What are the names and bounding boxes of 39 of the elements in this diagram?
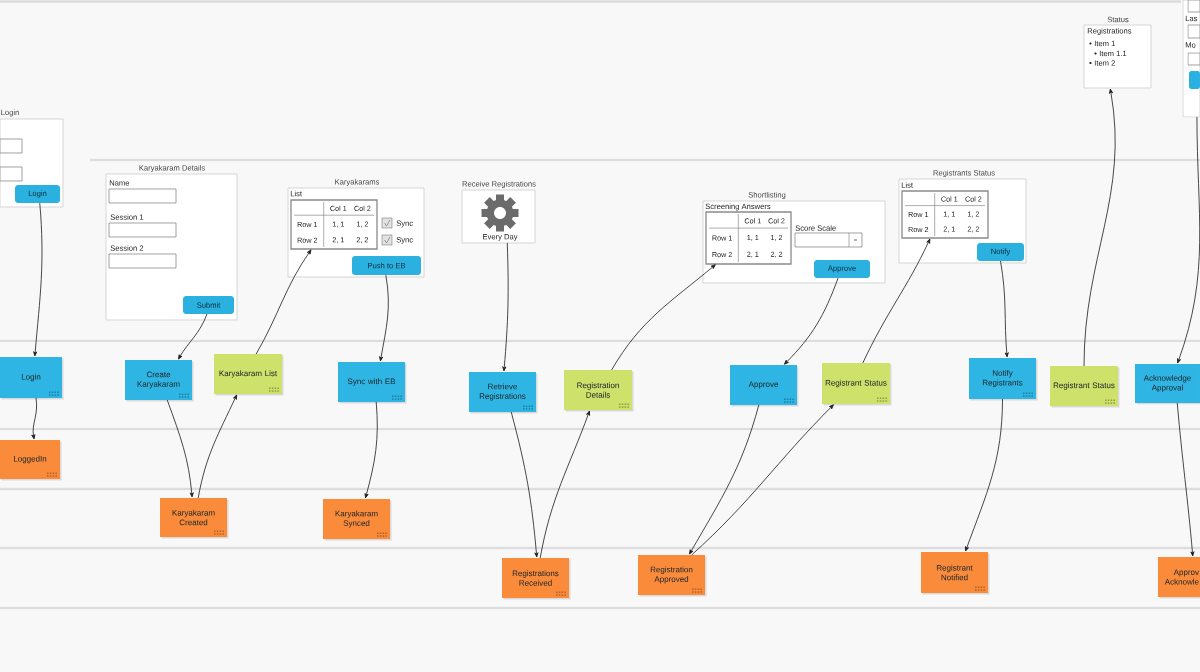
arrow (166, 399, 194, 498)
sticky-note: Sync with EB (338, 362, 407, 404)
arrow (691, 404, 834, 556)
sticky-note: Registrant Notified (921, 552, 990, 595)
arrow (539, 410, 590, 559)
sticky-note: Create Karyakaram (125, 360, 194, 402)
arrow (689, 404, 760, 555)
arrow (33, 202, 43, 357)
sticky-note: Karyakaram List (214, 354, 284, 396)
sticky-note: Notify Registrants (969, 358, 1038, 401)
arrow (611, 264, 716, 371)
arrow (31, 397, 38, 440)
sticky-note: Acknowledge Approval (1135, 364, 1200, 405)
arrow (862, 238, 931, 364)
arrow (502, 242, 509, 372)
arrow (1083, 88, 1116, 367)
sticky-note: Approve (730, 365, 799, 407)
arrow (784, 277, 839, 365)
sticky-note: Karyakaram Created (160, 498, 229, 539)
arrow (364, 401, 378, 499)
arrow (510, 411, 539, 558)
arrow (379, 274, 389, 362)
sticky-note: Karyakaram Synced (323, 499, 392, 541)
sticky-note: Registration Details (564, 370, 634, 412)
sticky-note: Registrations Received (502, 558, 571, 600)
arrow (1177, 116, 1200, 364)
arrow (197, 394, 238, 499)
arrow (178, 313, 208, 360)
sticky-note: Retrieve Registrations (469, 372, 538, 414)
arrow (1176, 402, 1195, 557)
arrow (255, 249, 312, 355)
sticky-note: Login (0, 357, 64, 400)
sticky-note: Registrant Status (1050, 366, 1120, 408)
sticky-note: Approv Acknowle (1158, 557, 1200, 599)
arrow (965, 398, 1003, 552)
arrow (1000, 260, 1009, 358)
sticky-note: Registrant Status (822, 363, 892, 406)
sticky-note: LoggedIn (0, 440, 62, 481)
sticky-note: Registration Approved (638, 555, 707, 597)
